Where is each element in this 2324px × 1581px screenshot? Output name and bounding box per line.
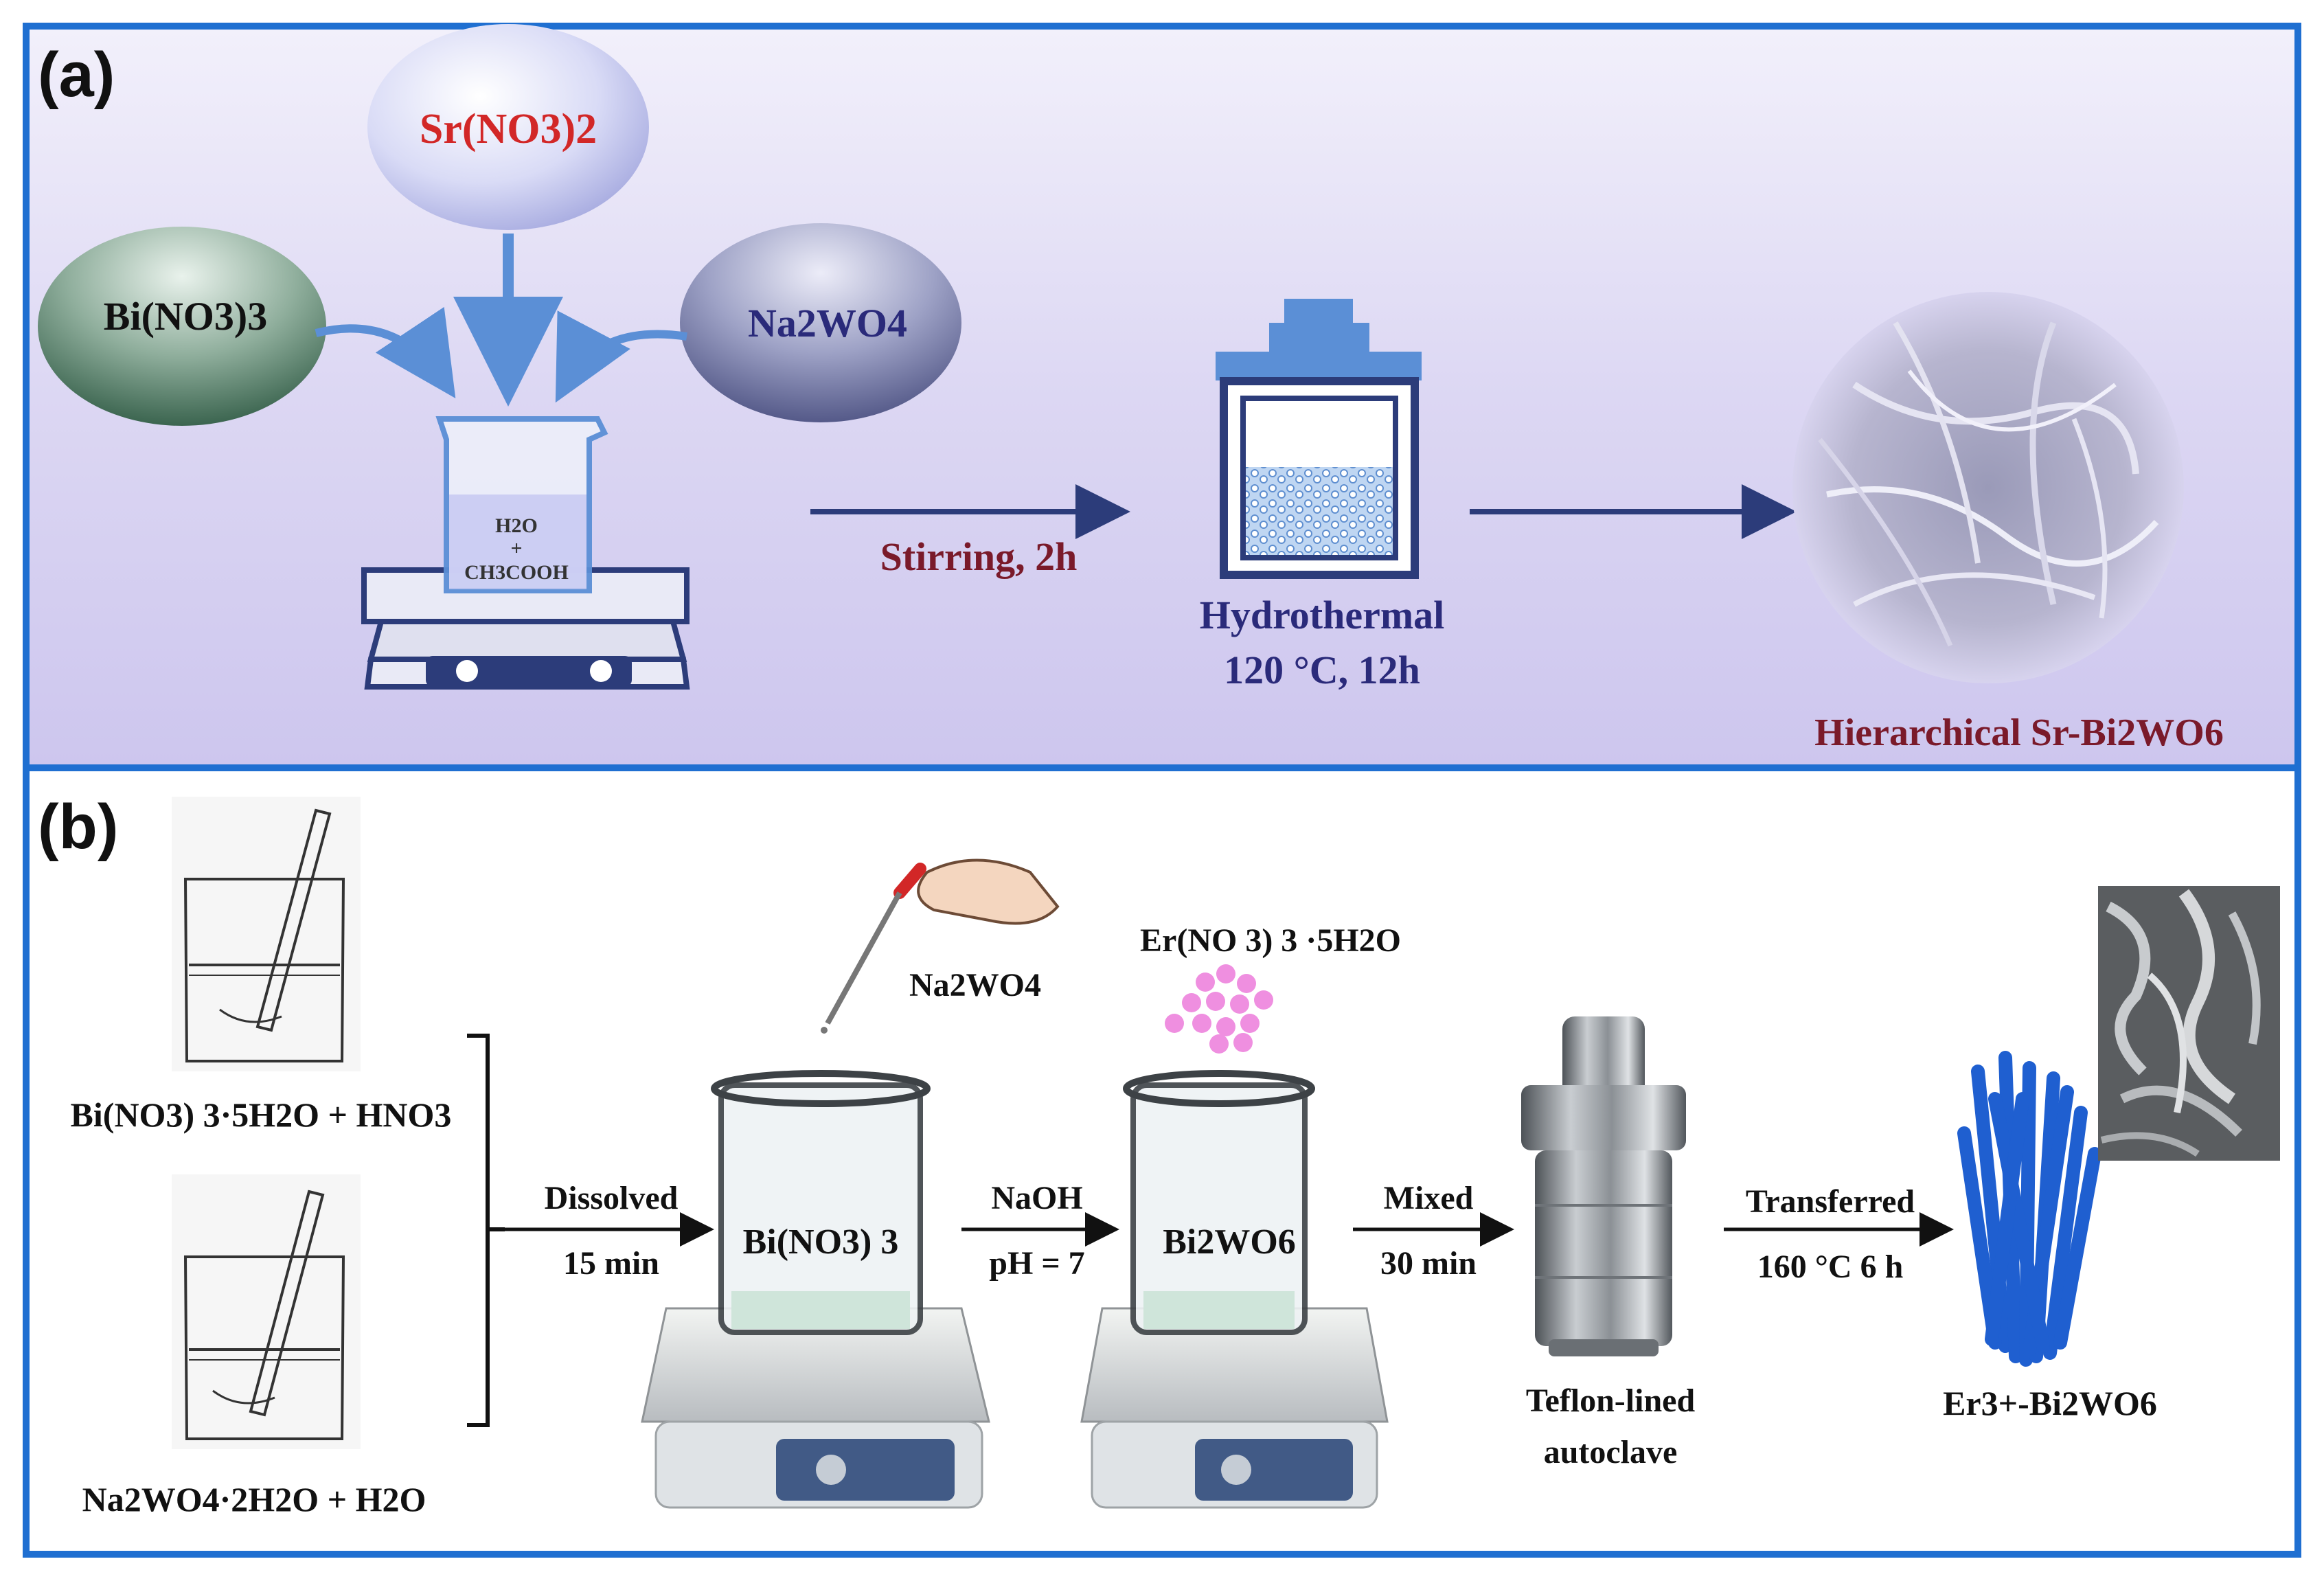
mixed-line2: 30 min: [1380, 1245, 1477, 1282]
stirrer-beaker-2: [1080, 1070, 1389, 1509]
na-tungstate-bubble: [680, 223, 961, 422]
bi-nitrate-label: Bi(NO3)3: [104, 294, 267, 339]
naoh-line2: pH = 7: [989, 1245, 1084, 1282]
product-a-label: Hierarchical Sr-Bi2WO6: [1814, 712, 2224, 754]
autoclave-line1: Teflon-lined: [1526, 1383, 1696, 1419]
panel-b-label: (b): [38, 792, 118, 862]
sr-nitrate-bubble: [367, 24, 649, 230]
naoh-line1: NaOH: [991, 1180, 1082, 1216]
beaker-stirrer-a: [361, 416, 690, 690]
bi-nitrate-bubble: [38, 227, 326, 426]
stirring-label: Stirring, 2h: [880, 534, 1078, 579]
solution-2-label: Na2WO4·2H2O + H2O: [82, 1480, 426, 1519]
dissolve-line2: 15 min: [563, 1245, 659, 1282]
nanorod-bundle: [1957, 1051, 2101, 1367]
dissolve-line1: Dissolved: [545, 1180, 679, 1216]
teflon-autoclave: [1521, 1016, 1686, 1356]
beaker-b1-label: Bi(NO3) 3: [743, 1222, 899, 1262]
mixed-line1: Mixed: [1384, 1180, 1474, 1216]
hydrothermal-vessel: [1216, 299, 1422, 579]
na-arrow: [555, 310, 687, 403]
transfer-line1: Transferred: [1746, 1183, 1915, 1220]
panel-a-label: (a): [38, 40, 115, 110]
transfer-line2: 160 °C 6 h: [1757, 1249, 1904, 1285]
er-salt-particles: [1165, 964, 1273, 1054]
hydrothermal-line1: Hydrothermal: [1200, 593, 1445, 637]
stirrer-beaker-1: [641, 1070, 990, 1509]
dropper-label: Na2WO4: [909, 967, 1041, 1003]
na-tungstate-label: Na2WO4: [748, 301, 907, 345]
beaker-a-line3: CH3COOH: [464, 561, 569, 584]
dropper-hand: [821, 858, 1060, 1034]
beaker-a-line2: +: [510, 537, 522, 560]
solution-1-label: Bi(NO3) 3·5H2O + HNO3: [71, 1095, 452, 1134]
beaker-b2-label: Bi2WO6: [1163, 1222, 1296, 1262]
beaker-a-line1: H2O: [495, 514, 538, 537]
autoclave-line2: autoclave: [1544, 1434, 1678, 1470]
sem-sphere-image: [1792, 292, 2184, 683]
sr-nitrate-label: Sr(NO3)2: [420, 106, 597, 152]
bi-arrow: [315, 306, 456, 398]
sem-inset-image: [2098, 886, 2280, 1161]
sketch-beaker-1: [172, 797, 361, 1071]
sketch-beaker-2: [172, 1174, 361, 1449]
product-b-label: Er3+-Bi2WO6: [1943, 1384, 2157, 1422]
hydrothermal-line2: 120 °C, 12h: [1224, 648, 1420, 692]
er-salt-label: Er(NO 3) 3 ·5H2O: [1140, 922, 1401, 959]
